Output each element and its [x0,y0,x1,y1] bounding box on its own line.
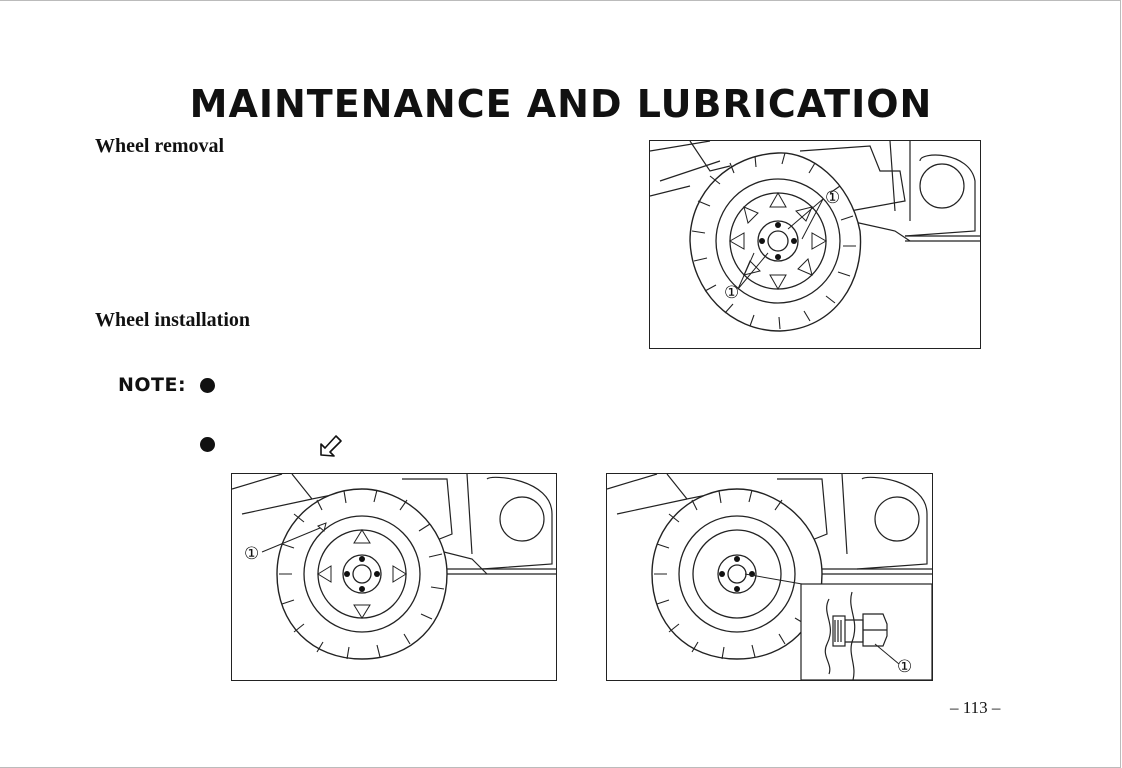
figure-wheel-installation-arrow: ① [231,473,557,681]
callout-1a: ① [825,188,840,207]
note-label: NOTE: [118,374,187,396]
callout-1b: ① [724,283,739,302]
figure-wheel-removal: ① ① [649,140,981,349]
bullet-icon [200,437,215,452]
heading-wheel-removal: Wheel removal [95,135,225,157]
page-number: – 113 – [950,698,1001,717]
bullet-icon [200,378,215,393]
arrow-mark-icon [318,432,346,463]
figure-wheel-installation-nut: ① [606,473,933,681]
page-title: MAINTENANCE AND LUBRICATION [189,82,933,126]
heading-wheel-installation: Wheel installation [95,309,251,331]
callout-1: ① [244,544,259,563]
callout-1: ① [897,657,912,676]
